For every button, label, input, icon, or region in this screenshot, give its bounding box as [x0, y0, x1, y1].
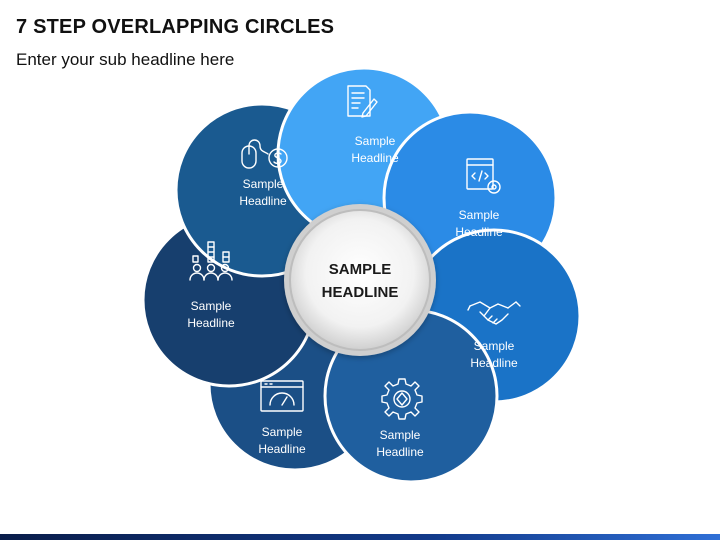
speedometer-window-icon — [260, 380, 304, 412]
segment-3-label-line2: Headline — [470, 356, 518, 370]
segment-4-label-line2: Headline — [376, 445, 424, 459]
segment-1-label-line2: Headline — [351, 151, 399, 165]
segment-7-label-line2: Headline — [239, 194, 287, 208]
segment-1-label-line1: Sample — [355, 134, 396, 148]
page-subtitle: Enter your sub headline here — [16, 50, 235, 69]
mouse-dollar-icon — [241, 139, 288, 169]
page-title: 7 STEP OVERLAPPING CIRCLES — [16, 16, 335, 38]
segment-6-label-line2: Headline — [187, 316, 235, 330]
segment-2-label-line2: Headline — [455, 225, 503, 239]
center-title-line2: HEADLINE — [322, 284, 399, 301]
center-circle: SAMPLE HEADLINE — [284, 204, 436, 356]
segment-7-label-line1: Sample — [243, 177, 284, 191]
segment-6-label-line1: Sample — [191, 299, 232, 313]
bottom-accent-bar — [0, 534, 720, 540]
segment-3-label-line1: Sample — [474, 339, 515, 353]
team-chart-icon — [189, 241, 233, 281]
gear-icon — [381, 378, 423, 420]
handshake-icon — [467, 301, 521, 325]
segment-5-label-line1: Sample — [262, 425, 303, 439]
segment-5-label-line2: Headline — [258, 442, 306, 456]
center-title-line1: SAMPLE — [329, 261, 392, 278]
document-pen-icon — [347, 85, 378, 118]
segment-2-label-line1: Sample — [459, 208, 500, 222]
segment-4-label-line1: Sample — [380, 428, 421, 442]
code-window-gear-icon — [466, 158, 501, 194]
